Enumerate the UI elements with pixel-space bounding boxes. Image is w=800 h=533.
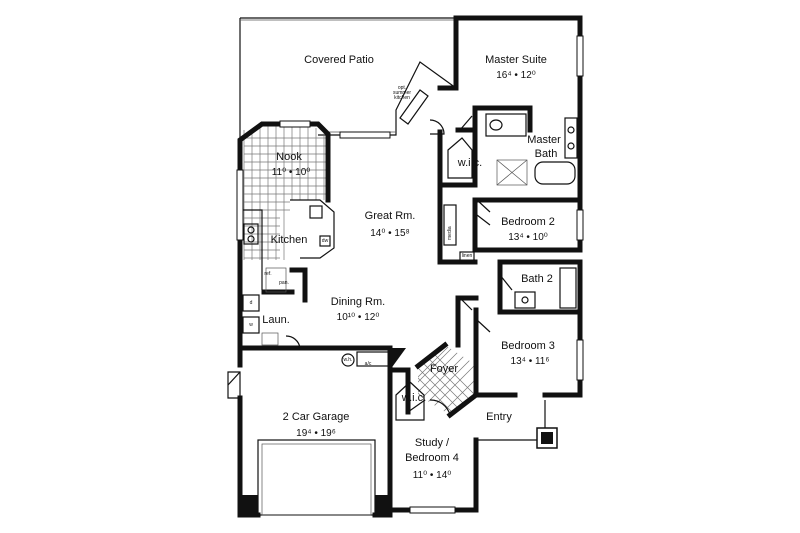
bedroom2-label: Bedroom 2 — [501, 216, 555, 228]
great-room-dims: 14⁰ • 15⁸ — [370, 228, 410, 239]
covered-patio-label: Covered Patio — [304, 54, 374, 66]
pantry-note: pan. — [279, 280, 289, 286]
garage-door — [240, 439, 390, 516]
master-suite-label: Master Suite — [485, 54, 547, 66]
foyer-label: Foyer — [429, 363, 459, 375]
study-wic-label: w.i.c. — [401, 392, 427, 404]
study-label-line1: Study / — [414, 437, 450, 449]
nook-tile-floor — [243, 126, 326, 260]
doors — [227, 115, 513, 416]
linen-note: linen — [461, 253, 473, 259]
foyer-tile-floor — [418, 345, 476, 415]
master-bath-label-line2: Bath — [534, 148, 558, 160]
nook-label: Nook — [276, 151, 302, 163]
laundry-fixtures — [242, 294, 279, 346]
media-note: media — [447, 226, 453, 240]
dining-dims: 10¹⁰ • 12⁰ — [336, 312, 380, 323]
study-wic-outline — [395, 381, 425, 421]
master-wic-label: w.i.c. — [457, 157, 483, 169]
garage-dims: 19⁴ • 19⁶ — [296, 428, 336, 439]
bedroom2-dims: 13⁴ • 10⁰ — [508, 232, 548, 243]
ac-note: a/c — [364, 361, 372, 367]
laundry-label: Laun. — [262, 314, 290, 326]
windows — [236, 35, 584, 514]
summer-kitchen-note: opt. summer kitchen — [392, 85, 412, 101]
ref-note: ref. — [264, 271, 272, 277]
washer-note: w — [249, 322, 253, 328]
great-room-label: Great Rm. — [364, 210, 416, 222]
master-wic-outline — [447, 137, 473, 179]
study-label-line2: Bedroom 4 — [405, 452, 459, 464]
entry-column — [536, 427, 558, 449]
water-heater-note: w.h. — [343, 357, 353, 363]
bath2-fixtures — [514, 267, 577, 309]
master-bath-label-line1: Master — [527, 134, 561, 146]
dishwasher-note: dw — [321, 238, 329, 244]
master-bath-fixtures — [485, 113, 578, 186]
covered-patio-outline — [239, 17, 457, 150]
garage-equipment — [341, 348, 406, 370]
bedroom3-label: Bedroom 3 — [501, 340, 555, 352]
garage-label: 2 Car Garage — [282, 411, 350, 423]
dryer-note: d — [249, 300, 253, 306]
media-linen-niche — [443, 204, 475, 263]
bath2-label: Bath 2 — [521, 273, 553, 285]
nook-dims: 11⁰ • 10⁰ — [271, 167, 311, 178]
kitchen-label: Kitchen — [270, 234, 308, 246]
study-dims: 11⁰ • 14⁰ — [412, 470, 452, 481]
master-suite-dims: 16⁴ • 12⁰ — [496, 70, 536, 81]
entry-label: Entry — [486, 411, 512, 423]
summer-kitchen-counter — [399, 89, 429, 125]
dining-label: Dining Rm. — [330, 296, 386, 308]
kitchen-counters — [243, 199, 335, 293]
bedroom3-dims: 13⁴ • 11⁶ — [510, 356, 550, 367]
